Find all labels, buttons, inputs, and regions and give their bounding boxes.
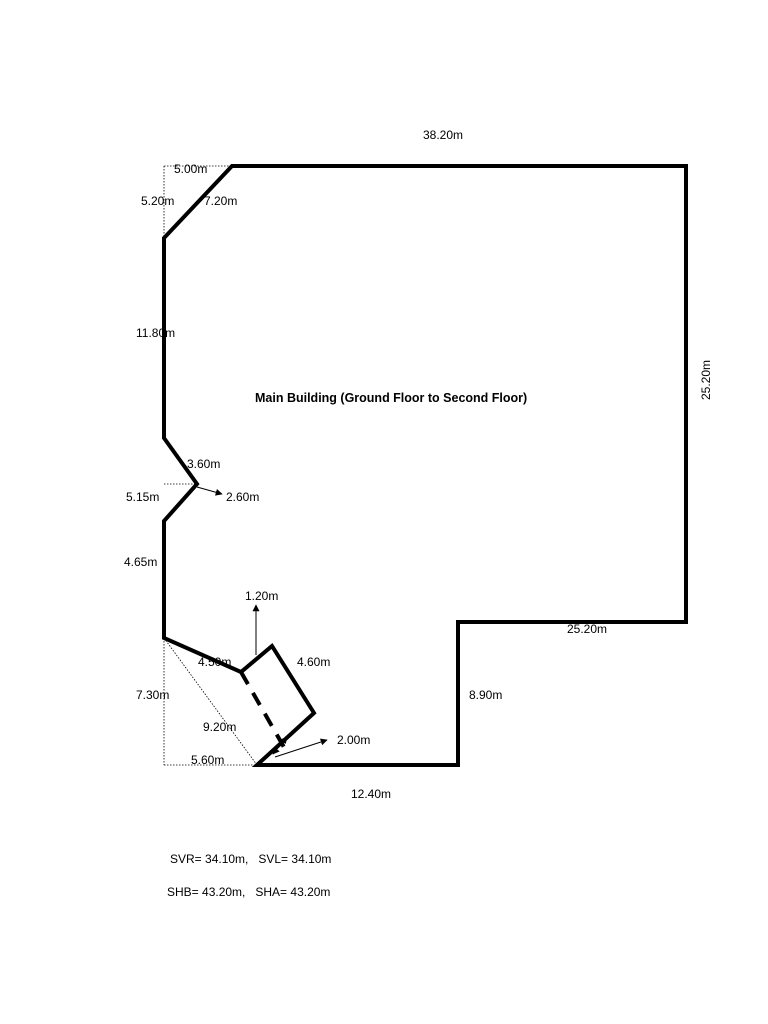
- dim-bottom-left: 5.60m: [191, 753, 224, 767]
- dim-diagonal: 9.20m: [203, 720, 236, 734]
- building-outline: [162, 164, 688, 767]
- dim-left-mid: 11.80m: [136, 326, 175, 340]
- bay-dashed-line: [239, 671, 287, 750]
- building-title: Main Building (Ground Floor to Second Fl…: [255, 391, 527, 405]
- dim-bay-offset: 1.20m: [245, 589, 278, 603]
- summary-line-1: SVR= 34.10m, SVL= 34.10m: [170, 852, 331, 866]
- dim-inner-vertical: 8.90m: [469, 688, 502, 702]
- summary-line-2: SHB= 43.20m, SHA= 43.20m: [167, 885, 330, 899]
- dim-inner-horizontal: 25.20m: [567, 622, 607, 636]
- dim-top-left-short: 5.00m: [174, 162, 207, 176]
- dim-left-upper: 5.20m: [141, 194, 174, 208]
- dim-notch-depth: 2.60m: [226, 490, 259, 504]
- dim-left-bottom: 7.30m: [136, 688, 169, 702]
- dim-bay-side: 4.60m: [297, 655, 330, 669]
- dim-notch-height: 5.15m: [126, 490, 159, 504]
- dim-left-lower: 4.65m: [124, 555, 157, 569]
- dim-top: 38.20m: [423, 128, 463, 142]
- dim-notch-diag: 3.60m: [187, 457, 220, 471]
- dim-chamfer: 7.20m: [204, 194, 237, 208]
- notch-depth-arrow: [196, 486, 223, 496]
- dim-bottom: 12.40m: [351, 787, 391, 801]
- bay-inner-arrow: [272, 736, 288, 755]
- dim-bay-depth: 2.00m: [337, 733, 370, 747]
- dim-right: 25.20m: [699, 360, 713, 400]
- dim-bay-edge: 4.50m: [198, 655, 231, 669]
